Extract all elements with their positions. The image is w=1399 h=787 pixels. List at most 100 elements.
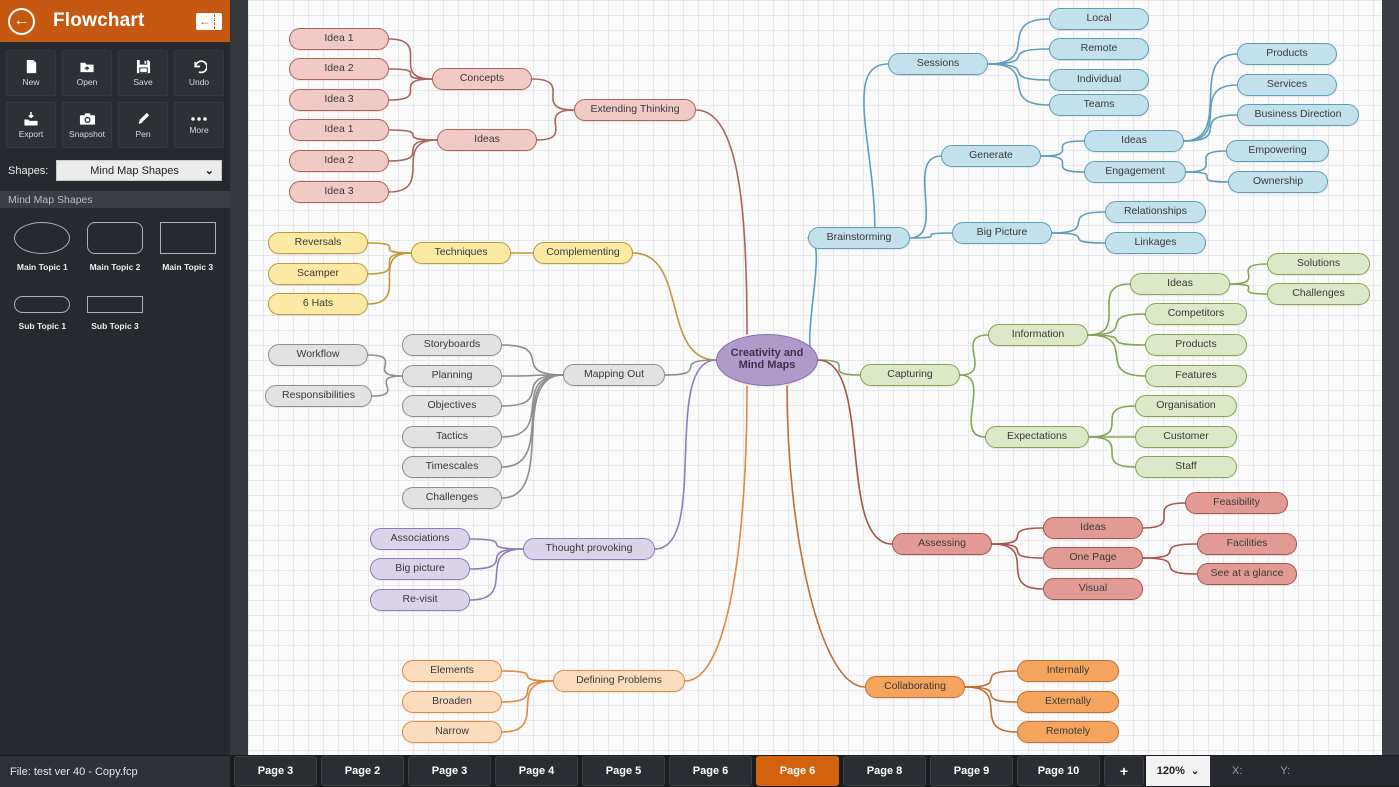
new-button[interactable]: New [6, 50, 56, 96]
tab-page-8[interactable]: Page 8 [843, 756, 926, 786]
mindmap-node-one-page[interactable]: One Page [1043, 547, 1143, 569]
mindmap-node-planning[interactable]: Planning [402, 365, 502, 387]
mindmap-node-ideas[interactable]: Ideas [437, 129, 537, 151]
mindmap-node-challenges[interactable]: Challenges [1267, 283, 1370, 305]
mindmap-node-linkages[interactable]: Linkages [1105, 232, 1206, 254]
mindmap-node-ownership[interactable]: Ownership [1228, 171, 1328, 193]
mindmap-node-customer[interactable]: Customer [1135, 426, 1237, 448]
mindmap-node-visual[interactable]: Visual [1043, 578, 1143, 600]
mindmap-node-business-direction[interactable]: Business Direction [1237, 104, 1359, 126]
shape-main-topic-3[interactable]: Main Topic 3 [151, 222, 224, 272]
mindmap-node-ideas[interactable]: Ideas [1043, 517, 1143, 539]
mindmap-node-services[interactable]: Services [1237, 74, 1337, 96]
mindmap-canvas[interactable]: Creativity and Mind Maps Extending Thinki… [248, 0, 1382, 787]
mindmap-node-challenges[interactable]: Challenges [402, 487, 502, 509]
undo-button[interactable]: Undo [174, 50, 224, 96]
mindmap-node-ideas[interactable]: Ideas [1084, 130, 1184, 152]
mindmap-node-idea-3[interactable]: Idea 3 [289, 181, 389, 203]
mindmap-node-big-picture[interactable]: Big Picture [952, 222, 1052, 244]
mindmap-node-facilities[interactable]: Facilities [1197, 533, 1297, 555]
mindmap-node-externally[interactable]: Externally [1017, 691, 1119, 713]
tab-page-3[interactable]: Page 3 [234, 756, 317, 786]
mindmap-node-individual[interactable]: Individual [1049, 69, 1149, 91]
mindmap-node-responsibilities[interactable]: Responsibilities [265, 385, 372, 407]
mindmap-node-idea-3[interactable]: Idea 3 [289, 89, 389, 111]
mindmap-node-assessing[interactable]: Assessing [892, 533, 992, 555]
mindmap-node-engagement[interactable]: Engagement [1084, 161, 1186, 183]
mindmap-node-re-visit[interactable]: Re-visit [370, 589, 470, 611]
tab-page-9[interactable]: Page 9 [930, 756, 1013, 786]
mindmap-node-scamper[interactable]: Scamper [268, 263, 368, 285]
mindmap-node-local[interactable]: Local [1049, 8, 1149, 30]
save-button[interactable]: Save [118, 50, 168, 96]
shape-main-topic-2[interactable]: Main Topic 2 [79, 222, 152, 272]
zoom-dropdown[interactable]: 120%⌄ [1146, 756, 1210, 786]
snapshot-button[interactable]: Snapshot [62, 102, 112, 148]
mindmap-node-sessions[interactable]: Sessions [888, 53, 988, 75]
shape-sub-topic-3[interactable]: Sub Topic 3 [79, 288, 152, 331]
mindmap-node-information[interactable]: Information [988, 324, 1088, 346]
mindmap-node-elements[interactable]: Elements [402, 660, 502, 682]
more-button[interactable]: More [174, 102, 224, 148]
export-button[interactable]: Export [6, 102, 56, 148]
collapse-panel-button[interactable]: ← [196, 12, 222, 30]
mindmap-node-idea-2[interactable]: Idea 2 [289, 58, 389, 80]
mindmap-node-timescales[interactable]: Timescales [402, 456, 502, 478]
mindmap-node-mapping-out[interactable]: Mapping Out [563, 364, 665, 386]
mindmap-node-brainstorming[interactable]: Brainstorming [808, 227, 910, 249]
mindmap-node-defining-problems[interactable]: Defining Problems [553, 670, 685, 692]
mindmap-node-thought-provoking[interactable]: Thought provoking [523, 538, 655, 560]
mindmap-node-tactics[interactable]: Tactics [402, 426, 502, 448]
shape-sub-topic-1[interactable]: Sub Topic 1 [6, 288, 79, 331]
mindmap-node-remote[interactable]: Remote [1049, 38, 1149, 60]
mindmap-node-storyboards[interactable]: Storyboards [402, 334, 502, 356]
mindmap-node-6-hats[interactable]: 6 Hats [268, 293, 368, 315]
mindmap-node-teams[interactable]: Teams [1049, 94, 1149, 116]
tab-page-3[interactable]: Page 3 [408, 756, 491, 786]
mindmap-node-see-at-a-glance[interactable]: See at a glance [1197, 563, 1297, 585]
mindmap-node-feasibility[interactable]: Feasibility [1185, 492, 1288, 514]
mindmap-node-idea-1[interactable]: Idea 1 [289, 28, 389, 50]
shapes-dropdown[interactable]: Mind Map Shapes ⌄ [56, 160, 222, 181]
mindmap-node-generate[interactable]: Generate [941, 145, 1041, 167]
mindmap-node-workflow[interactable]: Workflow [268, 344, 368, 366]
mindmap-node-solutions[interactable]: Solutions [1267, 253, 1370, 275]
mindmap-node-broaden[interactable]: Broaden [402, 691, 502, 713]
mindmap-node-idea-1[interactable]: Idea 1 [289, 119, 389, 141]
mindmap-node-associations[interactable]: Associations [370, 528, 470, 550]
add-page-tab[interactable]: + [1104, 756, 1144, 786]
mindmap-node-staff[interactable]: Staff [1135, 456, 1237, 478]
mindmap-node-relationships[interactable]: Relationships [1105, 201, 1206, 223]
shape-main-topic-1[interactable]: Main Topic 1 [6, 222, 79, 272]
mindmap-node-remotely[interactable]: Remotely [1017, 721, 1119, 743]
mindmap-node-organisation[interactable]: Organisation [1135, 395, 1237, 417]
mindmap-node-competitors[interactable]: Competitors [1145, 303, 1247, 325]
tab-page-6[interactable]: Page 6 [756, 756, 839, 786]
tab-page-4[interactable]: Page 4 [495, 756, 578, 786]
mindmap-node-empowering[interactable]: Empowering [1226, 140, 1329, 162]
mindmap-node-extending-thinking[interactable]: Extending Thinking [574, 99, 696, 121]
mindmap-node-capturing[interactable]: Capturing [860, 364, 960, 386]
mindmap-node-products[interactable]: Products [1145, 334, 1247, 356]
back-button[interactable]: ← [8, 7, 35, 35]
mindmap-node-internally[interactable]: Internally [1017, 660, 1119, 682]
mindmap-node-collaborating[interactable]: Collaborating [865, 676, 965, 698]
tab-page-10[interactable]: Page 10 [1017, 756, 1100, 786]
mindmap-node-products[interactable]: Products [1237, 43, 1337, 65]
tab-page-5[interactable]: Page 5 [582, 756, 665, 786]
mindmap-node-techniques[interactable]: Techniques [411, 242, 511, 264]
open-button[interactable]: Open [62, 50, 112, 96]
tab-page-6[interactable]: Page 6 [669, 756, 752, 786]
mindmap-node-narrow[interactable]: Narrow [402, 721, 502, 743]
mindmap-node-expectations[interactable]: Expectations [985, 426, 1089, 448]
mindmap-node-reversals[interactable]: Reversals [268, 232, 368, 254]
mindmap-node-big-picture[interactable]: Big picture [370, 558, 470, 580]
mindmap-node-features[interactable]: Features [1145, 365, 1247, 387]
mindmap-node-objectives[interactable]: Objectives [402, 395, 502, 417]
tab-page-2[interactable]: Page 2 [321, 756, 404, 786]
mindmap-node-concepts[interactable]: Concepts [432, 68, 532, 90]
mindmap-node-creativity-and-mind-maps[interactable]: Creativity and Mind Maps [716, 334, 818, 386]
mindmap-node-ideas[interactable]: Ideas [1130, 273, 1230, 295]
mindmap-node-complementing[interactable]: Complementing [533, 242, 633, 264]
pen-button[interactable]: Pen [118, 102, 168, 148]
